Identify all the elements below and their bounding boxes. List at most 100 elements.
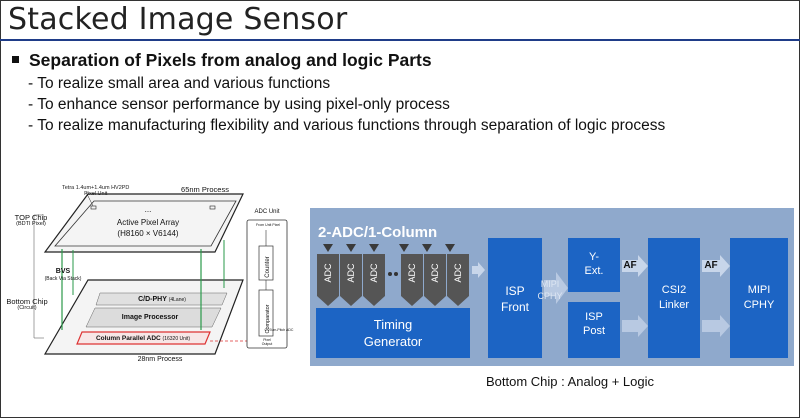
title-rule [0, 39, 800, 41]
af-arrow-1-icon [622, 255, 648, 277]
mipi-cphy-block [730, 238, 788, 358]
adc-pitch-label: 0.07um-Pitch ADC [264, 328, 294, 332]
cdphy-text: C/D-PHY [138, 296, 167, 303]
pixel-array-area [54, 200, 237, 247]
isp-post-label: ISP Post [568, 310, 620, 338]
isp-front-line2: Front [500, 300, 529, 314]
pixel-note: Tetra 1.4um+1.4um HV2PD Pixel Unit [62, 185, 129, 197]
yext-label: Y- Ext. [568, 250, 620, 278]
isp-front-label: ISP Front [488, 283, 542, 315]
top-chip-sublabel: (BDTI Pixel) [16, 221, 46, 227]
adc-arrow-icon [323, 244, 333, 252]
image-processor-label: Image Processor [121, 314, 179, 321]
counter-label: Counter [265, 256, 271, 278]
bullet-square-icon [12, 55, 19, 63]
mipi-link-line2: CPHY [537, 291, 563, 301]
adc-block [401, 254, 423, 306]
isp-post-line2: Post [582, 325, 605, 337]
adc-unit-top-label: From Unit Pixel [256, 223, 280, 227]
ellipsis-dot [388, 272, 392, 276]
isp-post-line1: ISP [585, 311, 603, 323]
adc-title: 2-ADC/1-Column [318, 224, 438, 241]
flow-arrow-icon [472, 262, 485, 278]
adc-block [340, 254, 362, 306]
pixel-unit-marker [209, 205, 216, 210]
af-label-1: AF [623, 260, 637, 271]
adc-arrow-icon [445, 244, 455, 252]
col-adc-label: Column Parallel ADC (16320 Unit) [78, 335, 208, 342]
pixel-unit-marker [90, 205, 97, 210]
isp-front-block [488, 238, 542, 358]
mipi-out-line1: MIPI [747, 284, 771, 296]
adc-output-line1: Pixel [263, 338, 271, 342]
af-label-2: AF [704, 260, 718, 271]
pixel-array-label: Active Pixel Array [116, 218, 180, 227]
flow-arrow-icon [622, 315, 648, 337]
top-chip-label: TOP Chip [14, 213, 48, 222]
process-bottom-label: 28nm Process [137, 356, 183, 363]
yext-line2: Ext. [584, 265, 604, 277]
timing-generator-block [316, 308, 470, 358]
mipi-link-line1: MIPI [540, 279, 560, 289]
adc-label: ADC [407, 263, 417, 283]
flow-arrow-icon [702, 315, 730, 337]
cdphy-label: C/D-PHY (4Lane) [112, 296, 212, 303]
mipi-cphy-out-label: MIPI CPHY [730, 283, 788, 313]
adc-output-line2: Output [261, 342, 273, 346]
col-adc-count: (16320 Unit) [162, 336, 191, 342]
sub-item-2: - To enhance sensor performance by using… [28, 96, 450, 113]
adc-label: ADC [346, 263, 356, 283]
col-adc-text: Column Parallel ADC [95, 335, 161, 342]
mipi-out-line2: CPHY [743, 299, 775, 311]
timing-line1: Timing [373, 317, 413, 332]
adc-label: ADC [453, 263, 463, 283]
col-adc-block [76, 331, 211, 345]
pixel-note-line1: Tetra 1.4um+1.4um HV2PD [62, 185, 130, 191]
bvs-label: BVS [55, 268, 71, 275]
adc-block [317, 254, 339, 306]
adc-block [363, 254, 385, 306]
adc-label: ADC [369, 263, 379, 283]
timing-generator-label: Timing Generator [316, 316, 470, 350]
af-arrow-2-icon [702, 255, 730, 277]
mipi-arrow-icon [544, 272, 568, 304]
bullet-heading: Separation of Pixels from analog and log… [12, 50, 432, 71]
adc-label: ADC [323, 263, 333, 283]
adc-block [447, 254, 469, 306]
ellipsis-dot [394, 272, 398, 276]
stacked-chip-diagram [33, 191, 254, 355]
csi2-line1: CSI2 [661, 284, 687, 296]
adc-arrow-icon [422, 244, 432, 252]
yext-line1: Y- [589, 251, 599, 263]
pixel-array-size: (H8160 × V6144) [117, 229, 179, 238]
isp-front-line1: ISP [505, 284, 525, 298]
pixel-note-leader [85, 191, 94, 207]
adc-block [424, 254, 446, 306]
adc-arrow-icon [399, 244, 409, 252]
bullet-heading-text: Separation of Pixels from analog and log… [29, 50, 432, 70]
adc-arrow-icon [346, 244, 356, 252]
adc-label: ADC [430, 263, 440, 283]
adc-unit-box [246, 219, 288, 349]
csi2-linker-label: CSI2 Linker [648, 283, 700, 313]
mipi-cphy-link-label: MIPI CPHY [535, 278, 565, 302]
csi2-line2: Linker [659, 299, 689, 311]
sub-item-3: - To realize manufacturing flexibility a… [28, 117, 666, 134]
process-top-label: 65nm Process [181, 185, 229, 194]
comparator-label: Comparator [265, 304, 271, 334]
bottom-chip-sublabel: (Circuit) [17, 305, 37, 311]
pixel-note-line2: Pixel Unit [84, 191, 108, 198]
adc-arrow-icon [369, 244, 379, 252]
bottom-caption: Bottom Chip : Analog + Logic [485, 374, 655, 389]
adc-unit-diagram [246, 219, 288, 349]
adc-unit-title: ADC Unit [254, 209, 280, 215]
isp-post-block [568, 302, 620, 358]
top-chip-layer [43, 193, 244, 253]
cdphy-block [95, 292, 228, 306]
bottom-chip-label: Bottom Chip [6, 297, 48, 306]
sub-item-1: - To realize small area and various func… [28, 75, 331, 92]
block-diagram [310, 208, 794, 366]
yext-block [568, 238, 620, 292]
image-processor-block [85, 307, 222, 328]
